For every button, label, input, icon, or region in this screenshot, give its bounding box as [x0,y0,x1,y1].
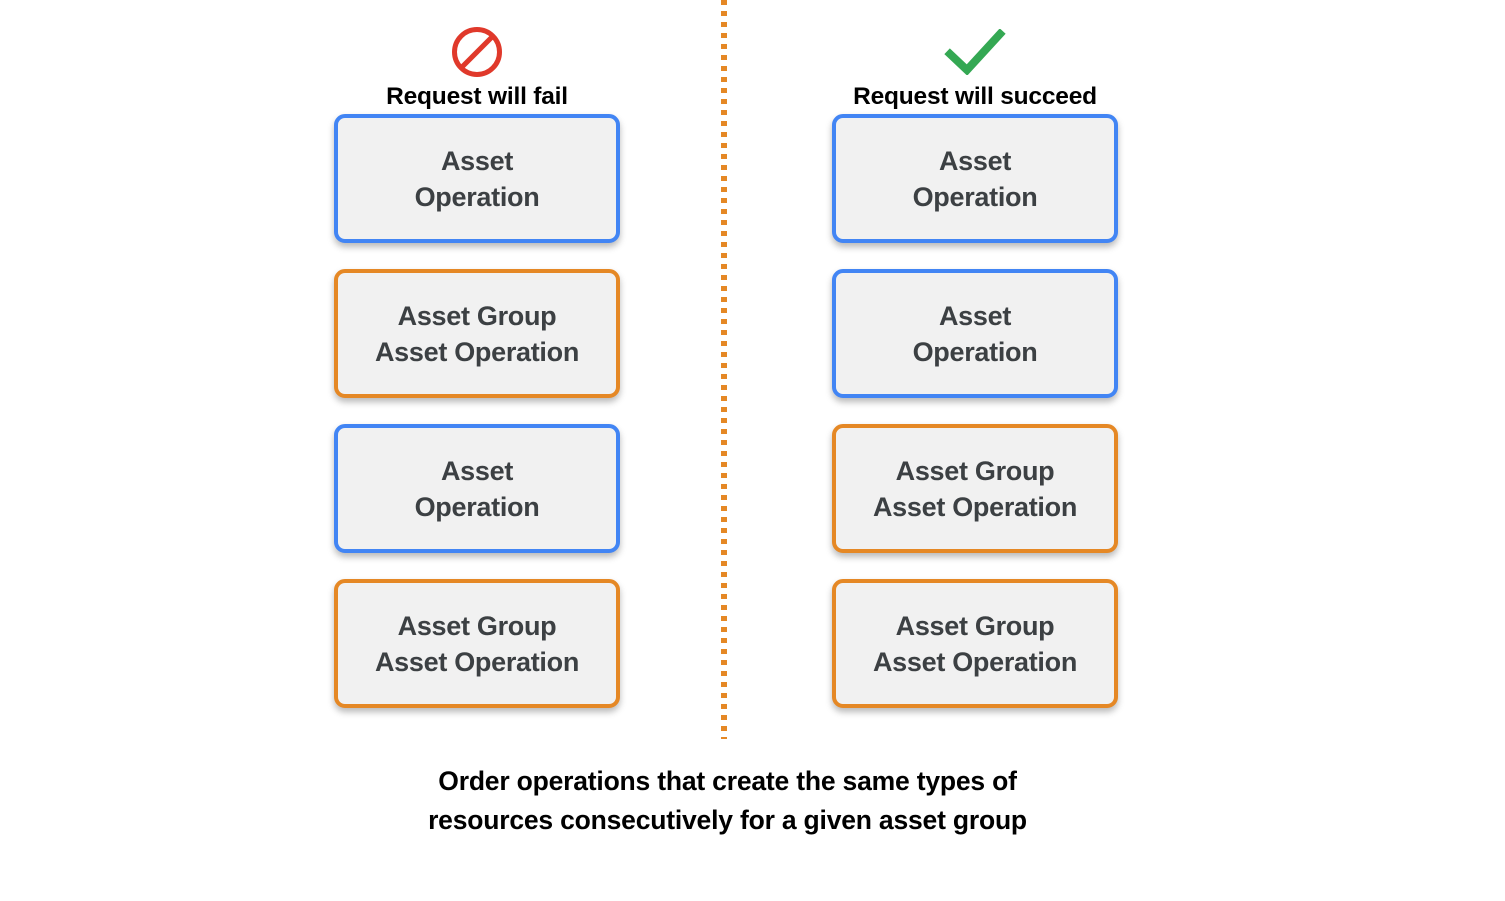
box-label: Asset Group Asset Operation [872,610,1078,677]
checkmark-icon [944,24,1006,80]
column-header-fail: Request will fail [327,0,627,114]
box-stack-succeed: Asset Operation Asset Operation Asset Gr… [832,114,1118,734]
box-label: Asset Operation [414,145,540,212]
column-request-will-fail: Request will fail Asset Operation Asset … [327,0,627,708]
vertical-dotted-divider [721,0,727,739]
box-asset-operation[interactable]: Asset Operation [334,114,620,243]
box-label: Asset Group Asset Operation [374,610,580,677]
caption-line-1: Order operations that create the same ty… [438,766,1017,796]
box-stack-fail: Asset Operation Asset Group Asset Operat… [334,114,620,734]
box-asset-operation[interactable]: Asset Operation [334,424,620,553]
box-asset-group-asset-operation[interactable]: Asset Group Asset Operation [334,269,620,398]
box-asset-operation[interactable]: Asset Operation [832,114,1118,243]
box-asset-group-asset-operation[interactable]: Asset Group Asset Operation [832,424,1118,553]
box-asset-operation[interactable]: Asset Operation [832,269,1118,398]
diagram-caption: Order operations that create the same ty… [0,762,1455,840]
column-header-succeed: Request will succeed [825,0,1125,114]
prohibition-icon [450,24,504,80]
box-label: Asset Group Asset Operation [374,300,580,367]
column-label-succeed: Request will succeed [853,83,1097,110]
caption-line-2: resources consecutively for a given asse… [428,805,1027,835]
box-label: Asset Operation [912,300,1038,367]
box-label: Asset Group Asset Operation [872,455,1078,522]
column-request-will-succeed: Request will succeed Asset Operation Ass… [825,0,1125,708]
box-asset-group-asset-operation[interactable]: Asset Group Asset Operation [334,579,620,708]
box-label: Asset Operation [912,145,1038,212]
box-label: Asset Operation [414,455,540,522]
box-asset-group-asset-operation[interactable]: Asset Group Asset Operation [832,579,1118,708]
column-label-fail: Request will fail [386,83,568,110]
